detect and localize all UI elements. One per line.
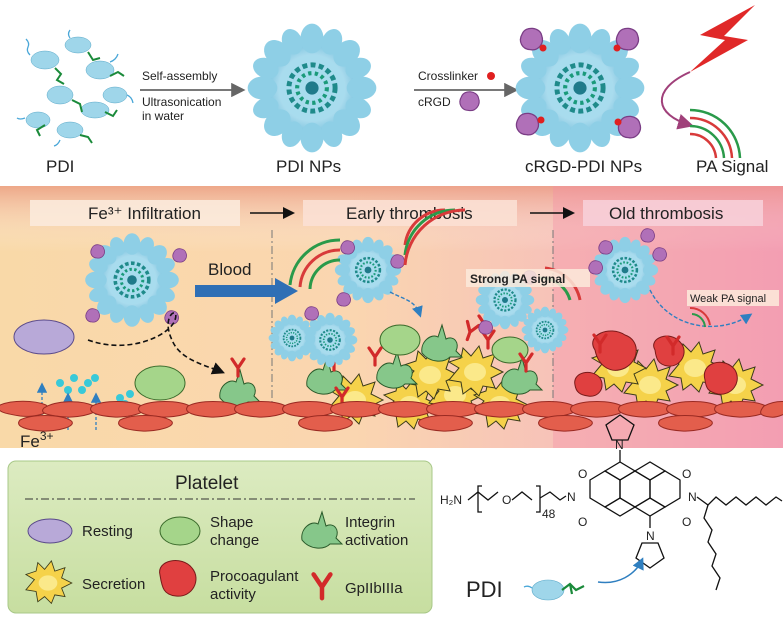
red-dot-icon	[487, 72, 495, 80]
crosslinker-label: Crosslinker	[418, 69, 478, 83]
fe-ions	[56, 374, 134, 408]
legend-gpiibiiia: GpIIbIIIa	[345, 580, 403, 597]
crgd-pdi-nps-label: cRGD-PDI NPs	[525, 157, 642, 176]
laser-arrow	[660, 71, 694, 130]
resting-platelet	[13, 319, 75, 355]
svg-text:N: N	[646, 529, 655, 543]
pdi-molecule-icon	[523, 579, 585, 601]
shape-change-platelet	[134, 365, 186, 401]
step1-line1: Self-assembly	[142, 69, 217, 83]
svg-text:O: O	[502, 493, 511, 507]
legend-integrin-2: activation	[345, 532, 408, 549]
svg-text:N: N	[615, 438, 624, 452]
legend-procoag-1: Procoagulant	[210, 568, 299, 585]
step1-line3: in water	[142, 109, 184, 123]
h2n-label: H₂N	[440, 493, 462, 507]
fe-label: Fe3+	[20, 429, 54, 451]
pdi-cluster-icon	[16, 29, 134, 147]
weak-pa-waves	[689, 306, 711, 328]
pdi-structure: H₂N O 48 N O O O O N N N	[440, 414, 783, 591]
svg-text:O: O	[682, 467, 691, 481]
fe-infiltration-header: Fe³⁺ Infiltration	[88, 204, 201, 223]
vessel-panel: Fe³⁺ Infiltration Early thrombosis Old t…	[0, 186, 783, 451]
svg-text:O: O	[578, 467, 587, 481]
old-thrombus	[574, 330, 764, 410]
pa-signal-icon	[689, 108, 742, 159]
top-row: PDI Self-assembly Ultrasonication in wat…	[16, 5, 768, 176]
early-thrombosis-header: Early thrombosis	[346, 204, 473, 223]
svg-text:O: O	[578, 515, 587, 529]
pdi-np-icon	[248, 24, 377, 153]
legend-title: Platelet	[175, 473, 239, 494]
crgd-decoration	[515, 27, 642, 139]
strong-pa-label: Strong PA signal	[470, 272, 565, 286]
pa-signal-label: PA Signal	[696, 157, 768, 176]
legend-resting: Resting	[82, 523, 133, 540]
svg-text:N: N	[688, 490, 697, 504]
svg-text:48: 48	[542, 507, 556, 521]
vessel-wall	[0, 400, 783, 432]
svg-text:O: O	[682, 515, 691, 529]
pdi-label: PDI	[46, 157, 74, 176]
legend-shape-2: change	[210, 532, 259, 549]
laser-lightning-icon	[690, 5, 755, 72]
pdi-nps-label: PDI NPs	[276, 157, 341, 176]
crgd-label: cRGD	[418, 95, 451, 109]
old-thrombosis-header: Old thrombosis	[609, 204, 723, 223]
legend-resting-icon	[27, 518, 73, 544]
platelet-legend: Platelet Resting Shape change Integrin a…	[7, 460, 433, 614]
structure-arrow	[597, 557, 644, 584]
legend-shape-1: Shape	[210, 514, 253, 531]
blood-flow-arrow	[195, 278, 298, 304]
early-thrombus	[306, 314, 543, 430]
legend-procoagulant-icon	[159, 560, 197, 597]
blood-label: Blood	[208, 260, 251, 279]
legend-secretion: Secretion	[82, 576, 145, 593]
svg-text:N: N	[567, 490, 576, 504]
crgd-icon	[459, 91, 480, 112]
weak-pa-label: Weak PA signal	[690, 293, 766, 305]
legend-shape-change-icon	[159, 516, 201, 546]
step1-line2: Ultrasonication	[142, 95, 221, 109]
legend-procoag-2: activity	[210, 586, 256, 603]
structure-pdi-label: PDI	[466, 577, 503, 602]
legend-integrin-1: Integrin	[345, 514, 395, 531]
